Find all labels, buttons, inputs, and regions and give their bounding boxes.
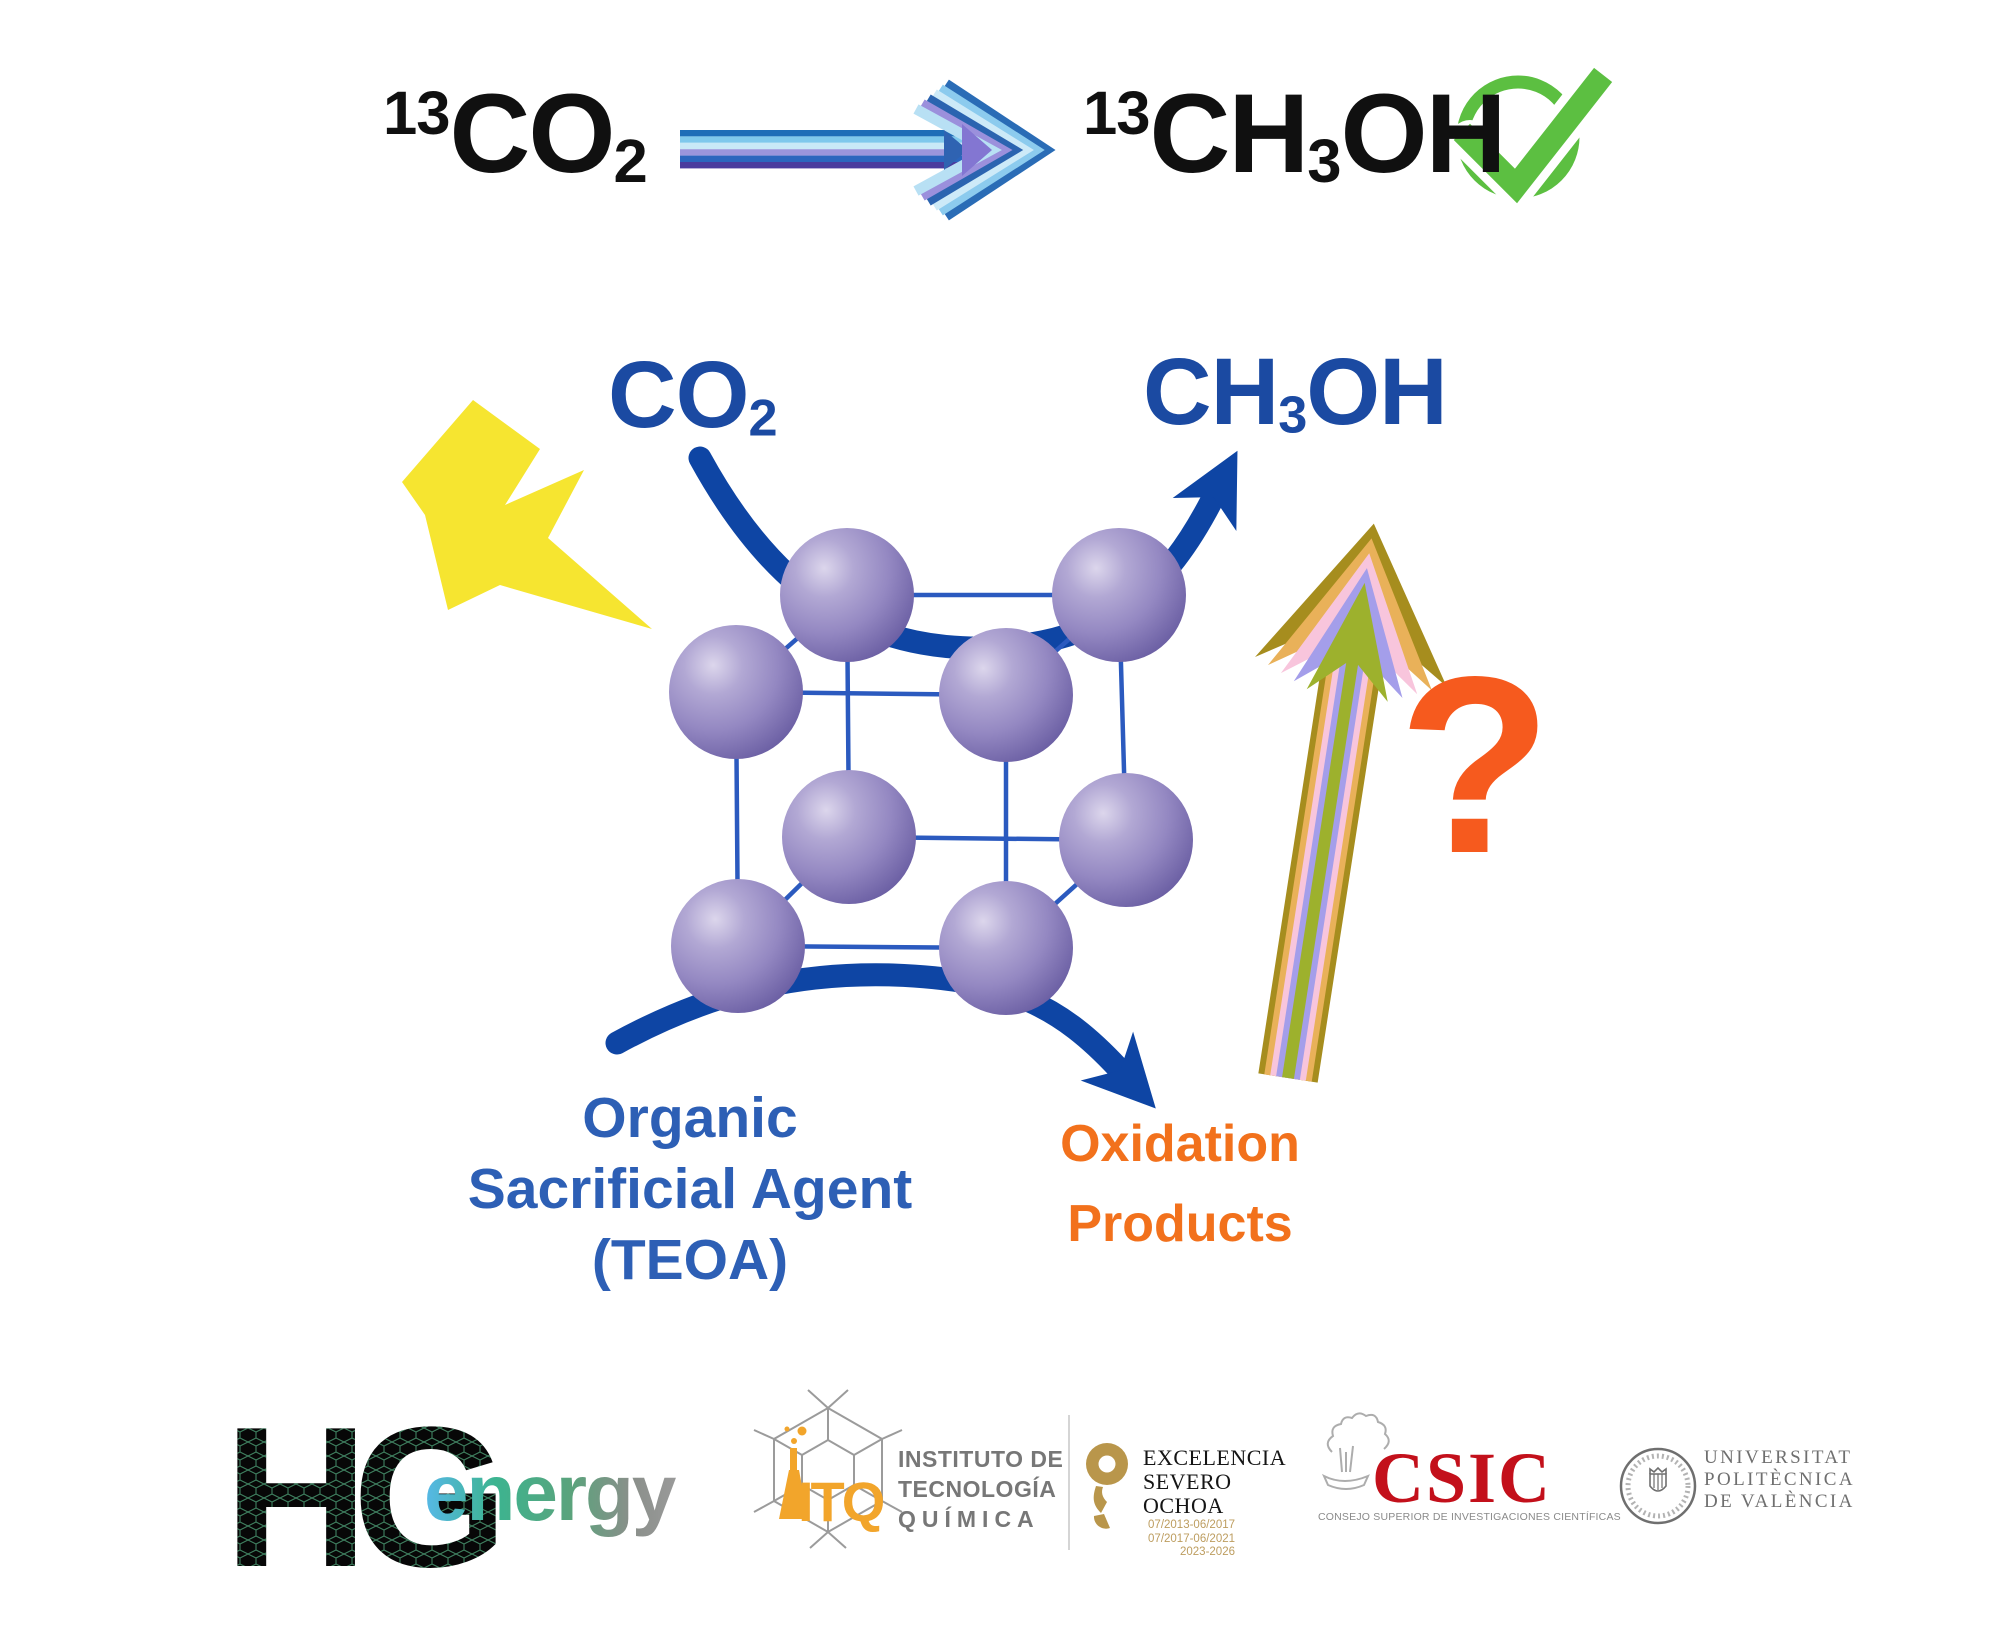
severo-ochoa-medal-icon <box>1086 1443 1128 1529</box>
severo-ochoa-dates: 07/2013-06/2017 07/2017-06/2021 2023-202… <box>1148 1519 1235 1558</box>
co2-label: CO2 <box>608 342 778 448</box>
isotope-label: 13 <box>383 78 451 148</box>
csic-subtitle: CONSEJO SUPERIOR DE INVESTIGACIONES CIEN… <box>1318 1511 1621 1523</box>
hg-logo-text: HG <box>224 1386 496 1609</box>
itq-name-lines: INSTITUTO DE TECNOLOGÍA QUÍMICA <box>898 1446 1064 1532</box>
product-formula: 13CH3OH <box>1083 71 1507 196</box>
hg-logo-text-pattern: HG <box>224 1386 496 1609</box>
upv-name-lines: UNIVERSITAT POLITÈCNICA DE VALÈNCIA <box>1704 1447 1855 1512</box>
oxidation-products-label: Oxidation Products <box>1060 1115 1300 1253</box>
question-mark: ? <box>1398 625 1552 906</box>
green-check-icon <box>1450 64 1616 206</box>
upv-seal-icon <box>1619 1447 1697 1525</box>
sacrificial-agent-label: Organic Sacrificial Agent (TEOA) <box>467 1086 913 1292</box>
severo-ochoa-lines: EXCELENCIA SEVERO OCHOA <box>1143 1445 1287 1518</box>
lightning-bolt-icon <box>402 400 652 629</box>
csic-tree-icon <box>1321 1412 1390 1490</box>
metal-cluster-spheres <box>669 528 1193 1015</box>
hg-energy-logo: HG HG energy <box>224 1386 679 1609</box>
ch3oh-label: CH3OH <box>1143 339 1448 445</box>
cluster-to-oxidation-arrow <box>605 963 1156 1109</box>
reactant-formula: 13CO2 <box>383 71 648 196</box>
isotope-label: 13 <box>1083 78 1151 148</box>
striped-right-arrow-icon <box>680 79 1056 221</box>
logo-divider <box>1068 1415 1070 1550</box>
csic-abbr: CSIC <box>1372 1438 1553 1518</box>
striped-up-arrow-icon <box>1255 523 1447 1083</box>
itq-flask-icon <box>779 1426 808 1519</box>
hg-energy-suffix: energy <box>424 1448 677 1537</box>
itq-abbr: ITQ <box>798 1470 884 1533</box>
